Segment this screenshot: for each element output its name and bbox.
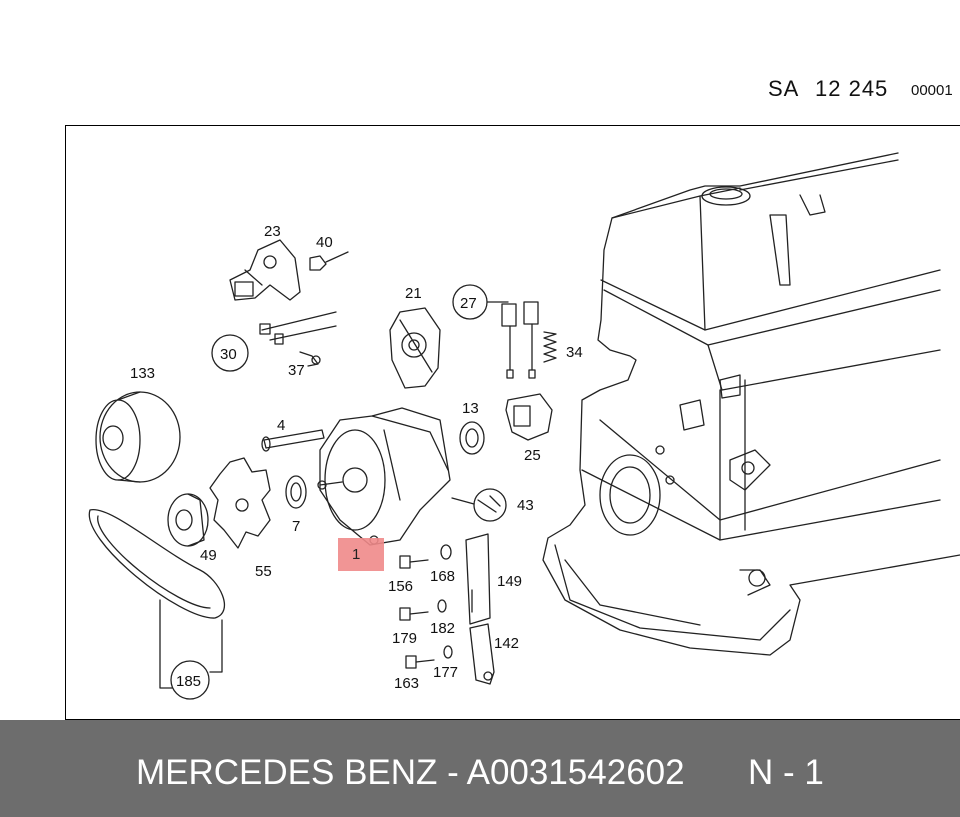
label-182: 182 [430,620,455,637]
part-163-bolt [405,655,435,669]
label-40: 40 [316,234,333,251]
header-sheet-code: 00001 [911,82,953,99]
label-133: 133 [130,365,155,382]
label-7: 7 [292,518,300,535]
part-133-pulley [95,391,181,483]
part-168-washer [440,544,452,560]
label-34: 34 [566,344,583,361]
engine-block-drawing [542,152,960,656]
part-185-belt [88,509,226,689]
label-25: 25 [524,447,541,464]
part-179-bolt [399,607,429,621]
part-25-regulator [505,393,553,441]
part-40-nut [309,251,349,271]
label-149: 149 [497,573,522,590]
part-43-wrench [451,488,507,522]
callout-circle-30 [211,334,249,372]
label-13: 13 [462,400,479,417]
diagram-frame [65,125,960,720]
label-142: 142 [494,635,519,652]
part-37-clip [299,351,321,367]
label-27: 27 [460,295,477,312]
label-163: 163 [394,675,419,692]
part-7-bearing [285,475,307,509]
label-168: 168 [430,568,455,585]
highlighted-part-marker [338,538,384,571]
highlighted-part-label: 1 [352,546,361,563]
parts-diagram: 23 40 21 27 34 30 37 133 4 13 25 43 7 49… [88,152,960,700]
label-156: 156 [388,578,413,595]
callout-circle-27 [452,284,488,320]
label-43: 43 [517,497,534,514]
label-49: 49 [200,547,217,564]
part-156-bolt [399,555,429,569]
part-149-bracket [465,533,491,625]
part-182-washer [437,599,447,613]
callout-circle-185 [170,660,210,700]
footer-brand-part-number: MERCEDES BENZ - A0031542602 [136,753,685,792]
part-55-fan [209,457,271,549]
label-4: 4 [277,417,285,434]
part-27-brushes [481,301,539,379]
footer-bar: MERCEDES BENZ - A0031542602 N - 1 [0,720,960,817]
label-21: 21 [405,285,422,302]
label-185: 185 [176,673,201,690]
label-179: 179 [392,630,417,647]
part-1-alternator [317,407,451,546]
footer-page-label: N - 1 [748,753,824,792]
header-sa-label: SA [768,76,800,101]
label-55: 55 [255,563,272,580]
header-sa-number: 12 245 [815,76,889,101]
part-49-pulley [167,493,209,547]
part-34-spring [543,331,557,363]
part-23-bracket [229,239,301,301]
label-30: 30 [220,346,237,363]
part-30-wire [259,311,337,345]
part-142-bracket [469,623,495,685]
part-4-bolt [261,429,325,452]
part-13-bearing [459,421,485,455]
part-177-washer [443,645,453,659]
label-177: 177 [433,664,458,681]
part-21-plate [389,307,441,389]
label-23: 23 [264,223,281,240]
label-37: 37 [288,362,305,379]
